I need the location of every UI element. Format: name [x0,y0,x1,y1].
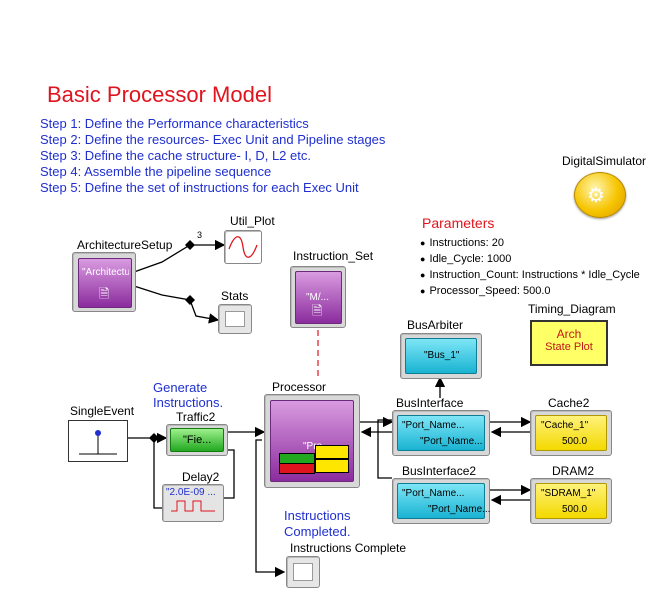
instruction-set-label: Instruction_Set [293,249,374,263]
bus-arbiter-label: BusArbiter [407,318,464,332]
timing-diagram-label: Timing_Diagram [528,302,616,316]
document-icon: 🗎 [312,303,323,318]
bus-interface-label: BusInterface [396,396,464,410]
cache2-value: 500.0 [562,436,588,447]
bus-interface2-block[interactable]: "Port_Name... "Port_Name... [392,478,490,524]
timing-diagram-line2: State Plot [545,341,593,353]
bus-interface2-label: BusInterface2 [402,464,477,478]
fanout-count: 3 [197,230,203,240]
parameter-item: Instruction_Count: Instructions * Idle_C… [420,269,639,281]
sine-plot-icon [228,236,258,258]
step-1: Step 1: Define the Performance character… [40,116,309,131]
traffic2-label: Traffic2 [176,410,216,424]
document-icon: 🗎 [99,286,110,301]
traffic2-text: "Fie... [183,434,212,446]
bus-interface2-port1: "Port_Name... [402,488,465,499]
link-arch-stats [133,285,220,324]
bus-interface-port2: "Port_Name... [420,436,483,447]
delay-pulse-icon [171,500,215,512]
dram2-value: 500.0 [562,504,588,515]
link-processor-complete [255,439,286,578]
architecture-setup-text: "Architectu... [82,267,129,278]
impulse-icon [79,430,117,455]
dram2-text: "SDRAM_1" [541,488,596,499]
processor-label: Processor [272,380,327,394]
timing-diagram-block[interactable]: Arch State Plot [530,320,608,366]
link-delay-traffic [222,449,235,499]
parameter-item: Instructions: 20 [420,237,504,249]
link-traffic-delay [153,438,162,509]
cache2-block[interactable]: "Cache_1" 500.0 [530,410,612,456]
delay2-text: "2.0E-09 ... [166,487,216,498]
completed-annotation: Instructions Completed. [284,508,351,539]
page-title: Basic Processor Model [47,82,272,107]
bus-interface-port1: "Port_Name... [402,420,465,431]
delay2-block[interactable]: "2.0E-09 ... [162,484,224,522]
bus-interface2-port2: "Port_Name... [428,504,491,515]
parameter-item: Idle_Cycle: 1000 [420,253,511,265]
bus-arbiter-block[interactable]: "Bus_1" [400,333,482,379]
util-plot-block[interactable] [224,230,262,264]
stats-label: Stats [221,289,249,303]
digital-simulator-icon[interactable]: ⚙ [574,172,626,218]
architecture-setup-block[interactable]: "Architectu... 🗎 [72,252,136,312]
digital-simulator-label: DigitalSimulator [562,154,647,168]
delay2-label: Delay2 [182,470,220,484]
bus-interface-block[interactable]: "Port_Name... "Port_Name... [392,410,490,456]
dram2-block[interactable]: "SDRAM_1" 500.0 [530,478,612,524]
parameters-heading: Parameters [422,215,495,231]
step-2: Step 2: Define the resources- Exec Unit … [40,132,386,147]
architecture-setup-label: ArchitectureSetup [77,238,173,252]
cache2-text: "Cache_1" [541,420,589,431]
step-5: Step 5: Define the set of instructions f… [40,180,359,195]
cache2-label: Cache2 [548,396,590,410]
util-plot-label: Util_Plot [230,214,275,228]
instruction-set-text: "M/... [306,292,329,303]
bus-arbiter-text: "Bus_1" [424,350,460,361]
instructions-complete-label: Instructions Complete [290,541,407,555]
step-4: Step 4: Assemble the pipeline sequence [40,164,272,179]
stats-block[interactable] [218,304,252,334]
processor-block[interactable]: "Pro... [264,394,360,488]
traffic2-block[interactable]: "Fie... [166,424,228,456]
parameter-item: Processor_Speed: 500.0 [420,285,550,297]
generate-annotation: Generate Instructions. [153,380,224,410]
step-3: Step 3: Define the cache structure- I, D… [40,148,311,163]
dram2-label: DRAM2 [552,464,595,478]
instructions-complete-block[interactable] [286,556,320,588]
junction-diamond [185,240,195,250]
link-arch-util [133,239,226,273]
single-event-block[interactable] [68,420,128,462]
timing-diagram-line1: Arch [556,327,582,341]
single-event-label: SingleEvent [70,404,135,418]
instruction-set-block[interactable]: "M/... 🗎 [290,266,346,328]
